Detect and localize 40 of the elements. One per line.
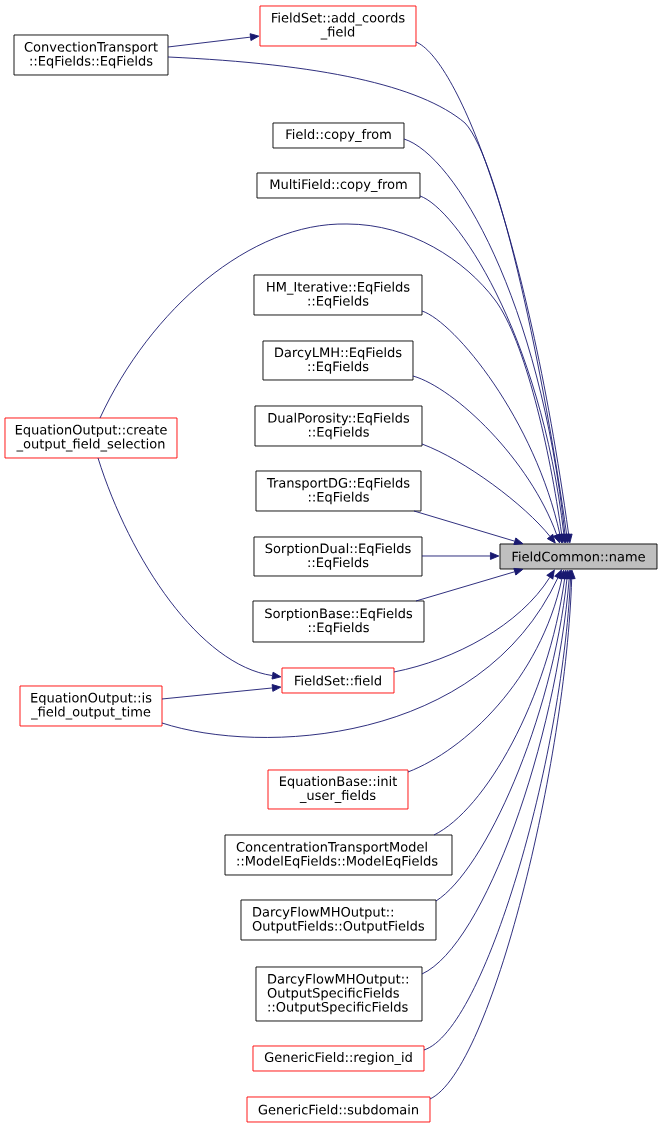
arrow — [421, 552, 500, 560]
function-box: GenericField::subdomain — [246, 1096, 431, 1123]
function-box: EquationBase::init _user_fields — [267, 769, 409, 810]
arrow — [97, 457, 282, 680]
arrow — [407, 569, 566, 773]
function-box: GenericField::region_id — [252, 1045, 425, 1072]
arrow — [419, 195, 568, 544]
arrow — [403, 138, 569, 544]
function-box: FieldSet::field — [281, 667, 395, 694]
arrow — [421, 569, 574, 975]
function-box: FieldCommon::name — [499, 543, 658, 570]
arrow — [433, 569, 569, 836]
function-box: DarcyLMH::EqFields ::EqFields — [262, 340, 414, 381]
function-box: EquationOutput::create _output_field_selection — [4, 417, 178, 459]
function-box: ConcentrationTransportModel ::ModelEqFields::ModelEqFields — [224, 834, 453, 876]
arrow — [99, 223, 566, 544]
function-box: DarcyFlowMHOutput:: OutputFields::OutputFields — [240, 899, 437, 941]
function-box: Field::copy_from — [272, 122, 405, 149]
arrow — [415, 567, 524, 602]
function-box: SorptionDual::EqFields ::EqFields — [253, 536, 423, 577]
function-box: TransportDG::EqFields ::EqFields — [255, 470, 422, 512]
function-box: MultiField::copy_from — [256, 172, 421, 199]
arrow — [412, 375, 561, 544]
arrow — [161, 569, 562, 738]
function-box: ConvectionTransport ::EqFields::EqFields — [13, 34, 169, 76]
arrow — [167, 56, 571, 544]
function-box: DualPorosity::EqFields ::EqFields — [254, 405, 423, 447]
function-box: HM_Iterative::EqFields ::EqFields — [253, 274, 423, 316]
arrow — [161, 684, 282, 700]
function-box: EquationOutput::is _field_output_time — [19, 685, 163, 727]
arrow — [393, 569, 555, 673]
arrow — [413, 510, 524, 545]
arrow — [415, 41, 573, 544]
function-box: SorptionBase::EqFields ::EqFields — [252, 600, 425, 643]
arrow — [167, 33, 260, 48]
arrow — [421, 443, 556, 544]
function-box: FieldSet::add_coords _field — [259, 5, 417, 47]
arrow — [435, 569, 571, 902]
function-box: DarcyFlowMHOutput:: OutputSpecificFields ::OutputSpecificFields — [255, 966, 423, 1022]
arrow — [421, 310, 564, 544]
